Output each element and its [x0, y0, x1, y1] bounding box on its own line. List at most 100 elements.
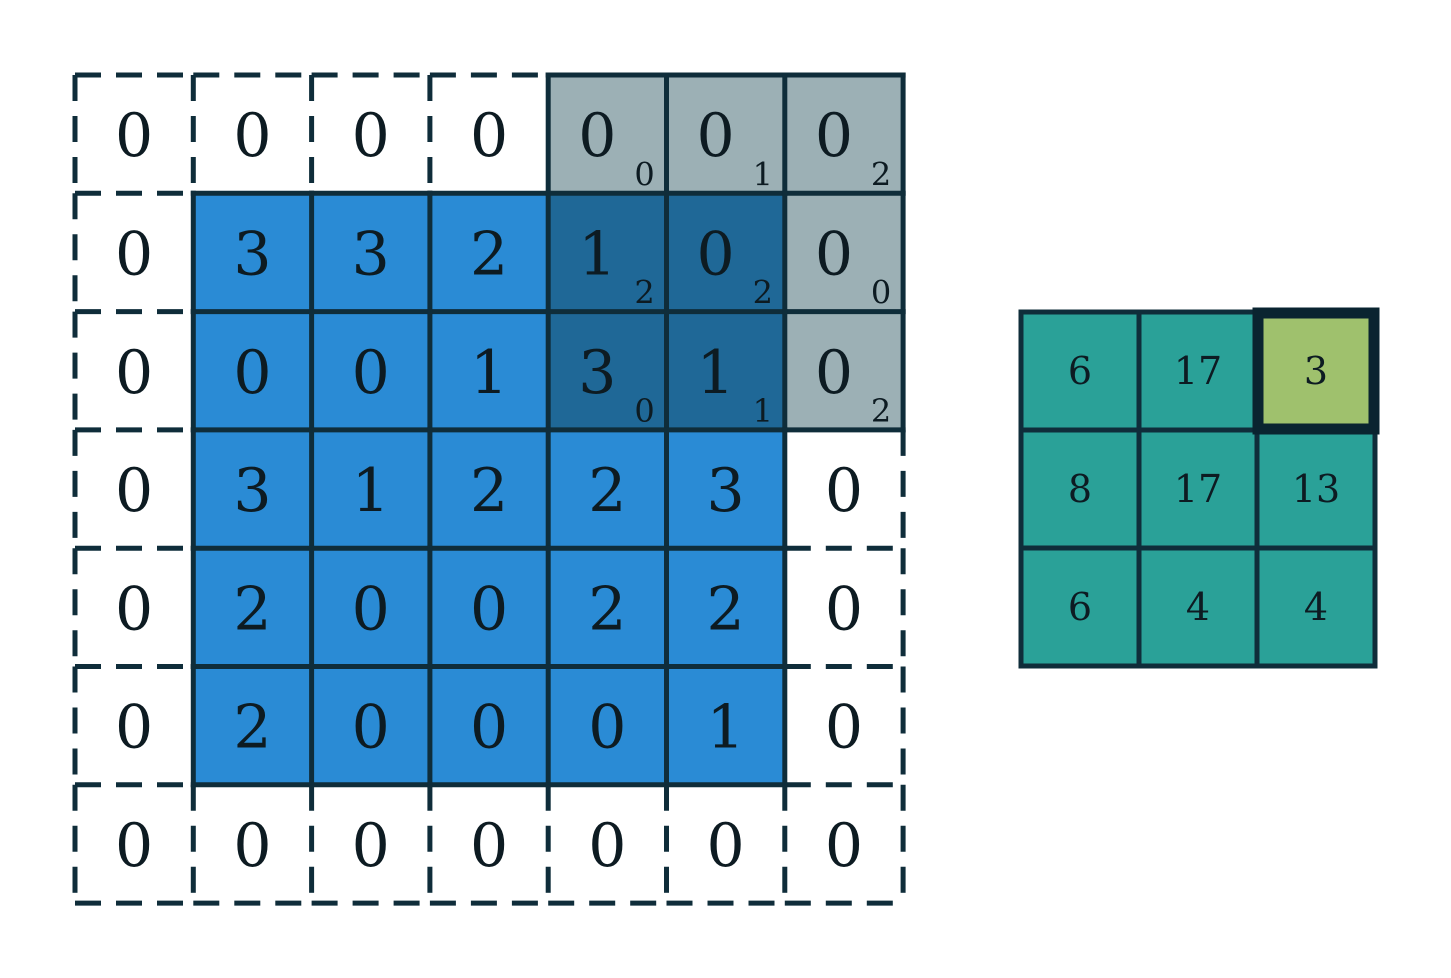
input-cell-fill	[666, 75, 785, 194]
active-output-highlight	[1252, 307, 1380, 435]
input-cell-fill	[193, 666, 312, 785]
output-value: 17	[1174, 349, 1222, 393]
output-value: 13	[1292, 467, 1340, 511]
input-value: 1	[707, 693, 745, 763]
output-cell	[1018, 545, 1142, 669]
input-value: 0	[115, 101, 153, 171]
output-value: 4	[1304, 585, 1328, 629]
output-cell	[1136, 309, 1260, 433]
input-cell-fill	[311, 193, 430, 312]
input-value: 0	[115, 338, 153, 408]
kernel-weight: 2	[871, 392, 891, 430]
kernel-weight: 2	[753, 274, 773, 312]
input-value: 3	[578, 338, 616, 408]
input-value: 0	[352, 338, 390, 408]
input-value: 2	[233, 693, 271, 763]
input-cell-fill	[666, 193, 785, 312]
input-value: 0	[352, 574, 390, 644]
input-cell-fill	[429, 429, 549, 549]
input-value: 0	[588, 693, 626, 763]
input-value: 0	[352, 693, 390, 763]
input-value: 0	[233, 811, 271, 881]
input-cell-fill	[193, 193, 312, 312]
output-value: 17	[1174, 467, 1222, 511]
input-cell-fill	[311, 311, 430, 430]
input-value: 0	[115, 456, 153, 526]
input-cell-fill	[666, 548, 785, 667]
input-cell-fill	[548, 193, 667, 312]
output-value: 8	[1068, 467, 1092, 511]
kernel-weight: 1	[753, 392, 773, 430]
input-value: 0	[115, 219, 153, 289]
input-value: 3	[233, 219, 271, 289]
kernel-weight: 2	[634, 274, 654, 312]
input-value: 0	[115, 811, 153, 881]
input-cell-fill	[429, 311, 549, 430]
output-cell	[1254, 545, 1378, 669]
input-cell-fill	[429, 193, 549, 312]
input-value: 0	[815, 338, 853, 408]
input-cell-fill	[784, 311, 904, 430]
input-value: 0	[697, 101, 735, 171]
input-value: 0	[233, 338, 271, 408]
input-value: 0	[825, 456, 863, 526]
input-value: 3	[233, 456, 271, 526]
input-value: 0	[825, 811, 863, 881]
input-cell-fill	[311, 666, 430, 785]
input-value: 0	[470, 693, 508, 763]
kernel-weight: 2	[871, 155, 891, 193]
input-value: 0	[115, 693, 153, 763]
input-value: 0	[707, 811, 745, 881]
kernel-weight: 0	[634, 392, 654, 430]
output-cell	[1018, 427, 1142, 551]
input-cell-fill	[548, 75, 667, 194]
output-value: 6	[1068, 585, 1092, 629]
input-value: 0	[352, 101, 390, 171]
input-value: 2	[470, 456, 508, 526]
input-value: 2	[470, 219, 508, 289]
input-value: 0	[470, 574, 508, 644]
input-value: 0	[352, 811, 390, 881]
input-value: 0	[697, 219, 735, 289]
output-value: 3	[1304, 349, 1328, 393]
input-value: 1	[578, 219, 616, 289]
input-cell-fill	[193, 548, 312, 667]
input-cell-fill	[548, 666, 667, 785]
input-value: 1	[697, 338, 735, 408]
input-value: 1	[352, 456, 390, 526]
input-cell-fill	[666, 311, 785, 430]
input-value: 0	[825, 693, 863, 763]
output-value: 4	[1186, 585, 1210, 629]
input-cell-fill	[784, 193, 904, 312]
input-value: 0	[578, 101, 616, 171]
input-cell-fill	[429, 548, 549, 667]
input-value: 2	[588, 456, 626, 526]
input-value: 0	[815, 219, 853, 289]
kernel-weight: 0	[871, 274, 891, 312]
input-cell-fill	[429, 666, 549, 785]
input-value: 0	[825, 574, 863, 644]
input-cell-fill	[193, 429, 312, 549]
input-cell-fill	[193, 311, 312, 430]
input-value: 0	[815, 101, 853, 171]
input-value: 0	[470, 811, 508, 881]
input-cell-fill	[311, 548, 430, 667]
input-value: 2	[233, 574, 271, 644]
input-value: 0	[588, 811, 626, 881]
input-cell-fill	[548, 311, 667, 430]
input-cell-fill	[548, 548, 667, 667]
input-value: 0	[115, 574, 153, 644]
input-cell-fill	[666, 666, 785, 785]
input-value: 2	[707, 574, 745, 644]
input-cell-fill	[548, 429, 667, 549]
input-value: 0	[233, 101, 271, 171]
kernel-weight: 0	[634, 155, 654, 193]
input-value: 3	[352, 219, 390, 289]
input-value: 0	[470, 101, 508, 171]
kernel-weight: 1	[753, 155, 773, 193]
input-cell-fill	[311, 429, 430, 549]
input-value: 1	[470, 338, 508, 408]
input-value: 2	[588, 574, 626, 644]
